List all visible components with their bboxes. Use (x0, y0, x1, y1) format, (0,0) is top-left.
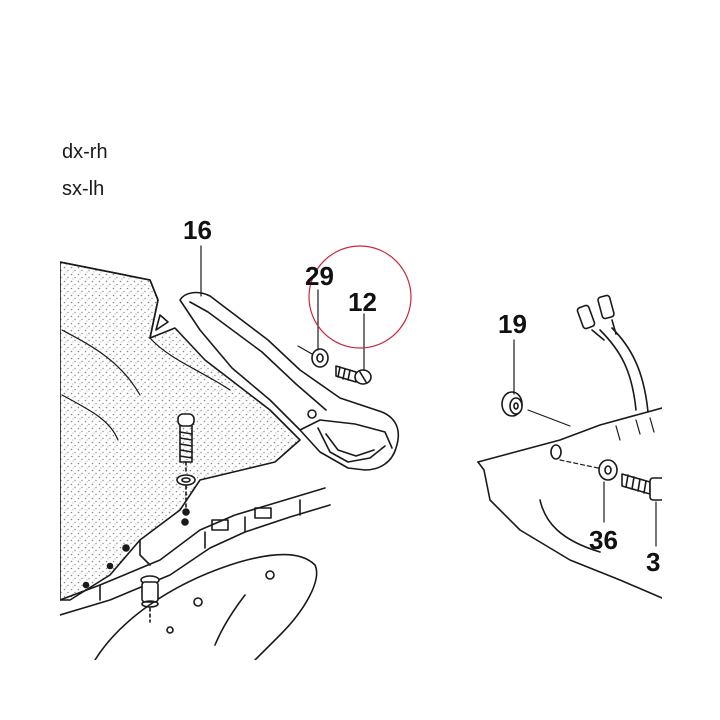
callout-19: 19 (498, 309, 527, 339)
washer-part-36 (559, 459, 618, 481)
leader-lines (200, 245, 657, 547)
panel-bolt (176, 413, 196, 516)
wire-leads (576, 294, 649, 413)
legend-right-hand: dx-rh (62, 141, 108, 163)
legend-left-hand: sx-lh (62, 178, 105, 200)
bolt-right (621, 473, 662, 501)
bracket-part-16 (179, 291, 400, 471)
callout-16: 16 (183, 215, 212, 245)
callout-36: 36 (589, 525, 618, 555)
callout-cut-off: 3 (646, 549, 660, 575)
washer-part-29 (297, 345, 329, 368)
grommet-part-19 (501, 391, 571, 427)
callout-12: 12 (348, 287, 377, 317)
callout-29: 29 (305, 261, 334, 291)
lower-plate (94, 553, 318, 660)
panel-frame-rails (60, 487, 331, 616)
highlight-circle (308, 245, 412, 349)
right-bracket-plate (477, 407, 662, 599)
screw-part-12 (335, 365, 372, 385)
lower-fastener (140, 575, 160, 623)
